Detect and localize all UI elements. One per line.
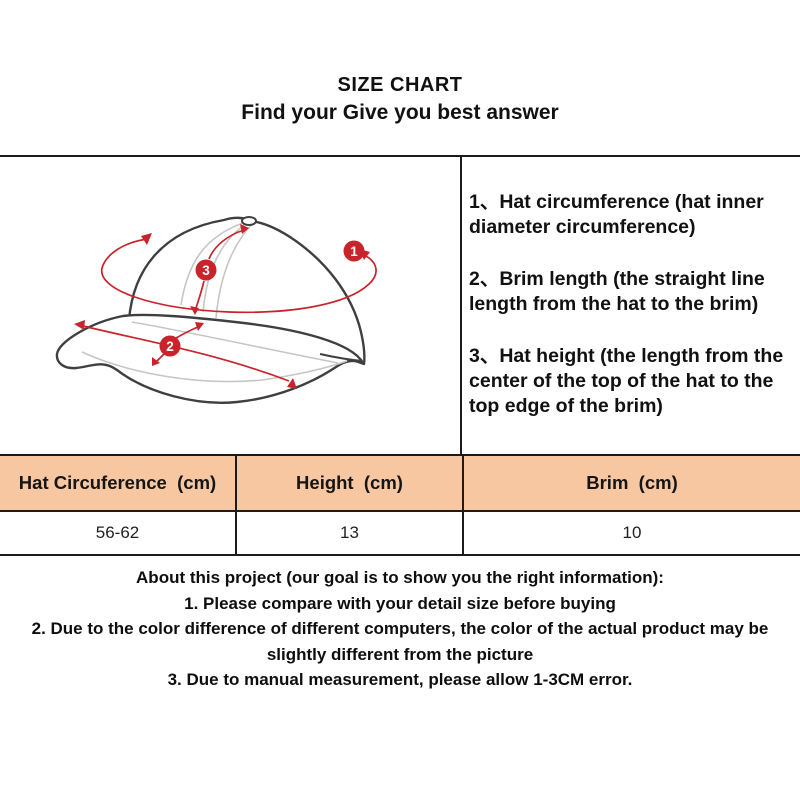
badge-2: 2 [159, 335, 181, 357]
table-row: 56-62 13 10 [0, 511, 800, 556]
arrowheads [74, 224, 370, 389]
legend-item-brim: 2、Brim length (the straight line length … [469, 268, 765, 315]
height-arrow-up [208, 229, 245, 260]
page-subtitle: Find your Give you best answer [241, 101, 559, 124]
col-header-brim: Brim (cm) [463, 454, 800, 512]
page-title: SIZE CHART [337, 74, 463, 96]
about-item-1: 1. Please compare with your detail size … [184, 593, 616, 613]
about-item-2: 2. Due to the color difference of differ… [31, 619, 769, 664]
col-header-height: Height (cm) [236, 454, 464, 512]
brim-arrow-up [175, 326, 199, 339]
table-header-row: Hat Circuference (cm) Height (cm) Brim (… [0, 454, 800, 512]
legend-item-height: 3、Hat height (the length from the center… [469, 345, 784, 417]
about-item-3: 3. Due to manual measurement, please all… [167, 670, 633, 689]
cap-button [241, 216, 257, 226]
badge-1: 1 [343, 240, 365, 262]
legend-item-circumference: 1、Hat circumference (hat inner diameter … [469, 191, 764, 238]
badge-2-label: 2 [166, 339, 174, 354]
measure-lines [82, 229, 377, 382]
height-arrow-down [195, 280, 205, 309]
size-chart-table: Hat Circuference (cm) Height (cm) Brim (… [0, 454, 800, 556]
badge-3-label: 3 [202, 263, 210, 278]
about-section: About this project (our goal is to show … [0, 565, 800, 693]
cell-brim-value: 10 [463, 511, 800, 556]
header: SIZE CHART Find your Give you best answe… [0, 0, 800, 126]
cap-brim-tip-line [319, 353, 363, 362]
circumference-arc [101, 238, 377, 314]
diagram-cell: 1 2 3 [0, 157, 462, 454]
cap-brim-seams [81, 321, 348, 383]
about-heading: About this project (our goal is to show … [136, 568, 664, 587]
content-row: 1 2 3 1、Hat circumference (hat inner dia… [0, 155, 800, 454]
badge-3: 3 [195, 259, 217, 281]
badge-1-label: 1 [350, 244, 358, 259]
legend-panel: 1、Hat circumference (hat inner diameter … [462, 157, 800, 454]
cell-circumference-value: 56-62 [0, 511, 237, 556]
brim-arrow-down [156, 353, 165, 362]
brim-sweep-arc [82, 325, 290, 382]
cap-diagram: 1 2 3 [55, 216, 377, 404]
cell-height-value: 13 [236, 511, 464, 556]
col-header-circumference: Hat Circuference (cm) [0, 454, 237, 512]
